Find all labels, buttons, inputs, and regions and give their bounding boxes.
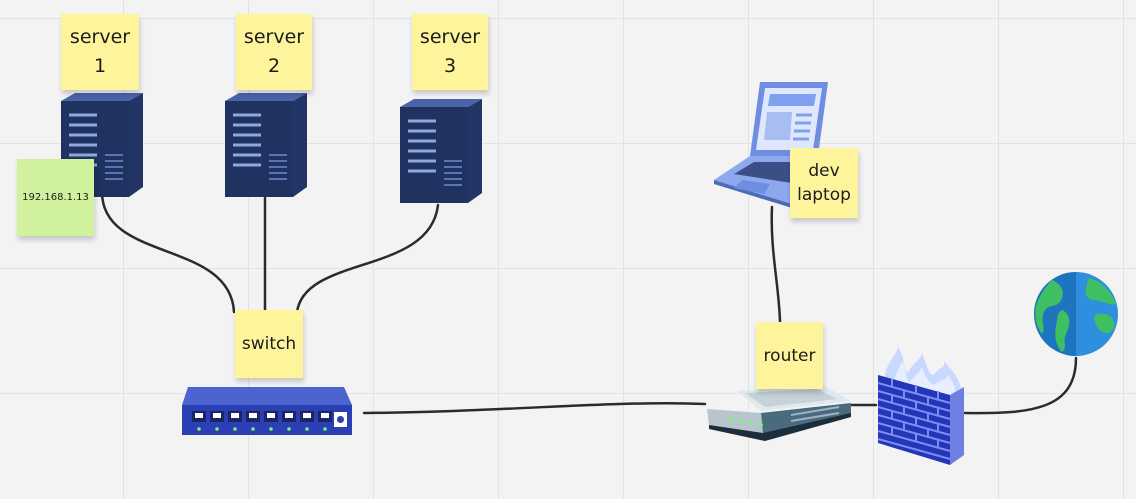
server-tower-icon[interactable]	[225, 93, 309, 198]
connector-server3-switch[interactable]	[295, 203, 440, 314]
network-switch-icon[interactable]	[180, 385, 354, 437]
sticky-note-switch[interactable]: switch	[235, 310, 303, 378]
firewall-icon[interactable]	[876, 345, 966, 467]
sticky-note-router[interactable]: router	[756, 322, 823, 389]
wifi-router-icon[interactable]	[705, 383, 855, 445]
server-tower-icon[interactable]	[400, 98, 484, 205]
connector-switch-router[interactable]	[362, 401, 707, 415]
sticky-note-server-3[interactable]: server 3	[412, 14, 488, 90]
connector-firewall-internet[interactable]	[963, 356, 1078, 415]
connector-server1-switch[interactable]	[100, 190, 236, 314]
sticky-note-ip-address[interactable]: 192.168.1.13	[17, 159, 94, 236]
connector-laptop-router[interactable]	[770, 205, 782, 324]
sticky-note-dev-laptop[interactable]: dev laptop	[790, 148, 858, 218]
sticky-note-server-1[interactable]: server 1	[61, 14, 139, 90]
globe-icon[interactable]	[1032, 270, 1120, 358]
sticky-note-server-2[interactable]: server 2	[236, 14, 312, 90]
